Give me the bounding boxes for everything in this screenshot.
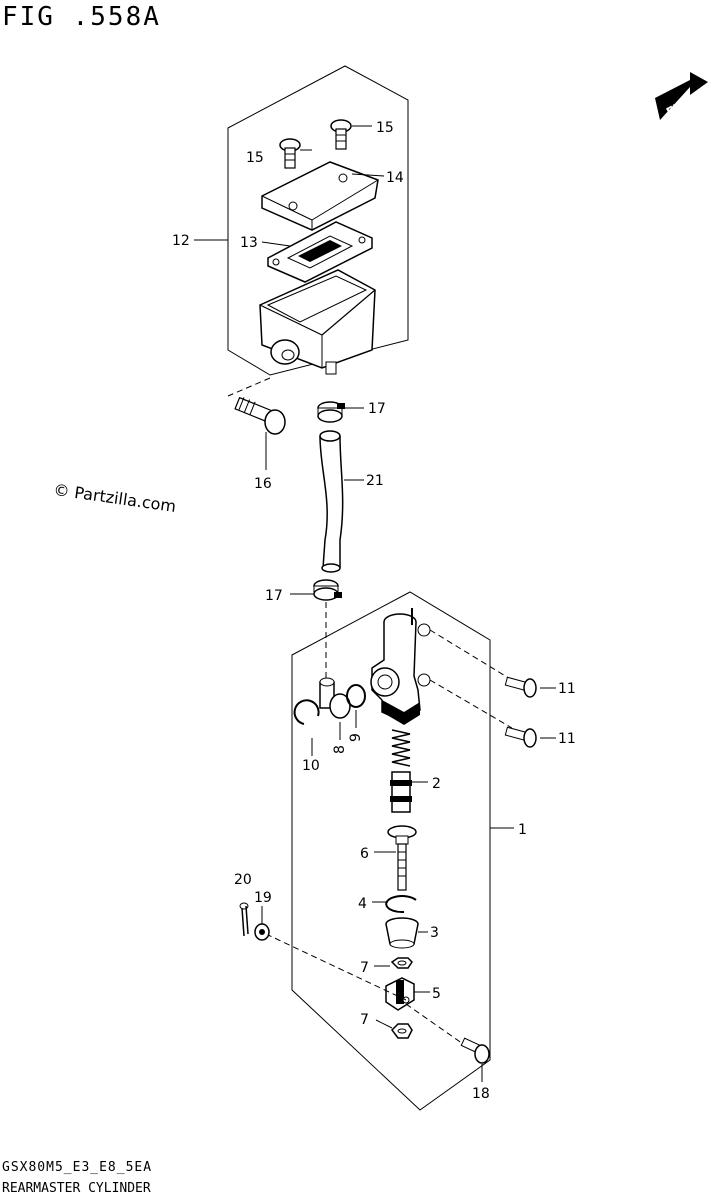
inlet-fitting-8: [319, 677, 351, 719]
circlip-10: [293, 699, 320, 725]
callout-17-top: 17: [368, 401, 386, 417]
callout-9: 9: [348, 733, 364, 742]
callout-21: 21: [366, 473, 384, 489]
fwd-arrow-icon: FWD: [655, 72, 708, 120]
clevis-5: [385, 977, 415, 1011]
callout-2: 2: [432, 776, 441, 792]
callout-5: 5: [432, 986, 441, 1002]
callout-11-lower: 11: [558, 731, 576, 747]
callout-19: 19: [254, 890, 272, 906]
callout-14: 14: [386, 170, 404, 186]
master-cylinder-body: [370, 608, 431, 725]
callout-8: 8: [332, 745, 348, 754]
callout-6: 6: [360, 846, 369, 862]
reservoir-assembly-frame: [227, 65, 409, 376]
reservoir-body: [259, 269, 376, 375]
callout-18: 18: [472, 1086, 490, 1102]
diagram-description: REARMASTER CYLINDER: [2, 1181, 151, 1196]
circlip-4: [385, 895, 417, 914]
bolt-11-lower: [504, 726, 537, 748]
callout-11-upper: 11: [558, 681, 576, 697]
callout-15-right: 15: [376, 120, 394, 136]
callout-12: 12: [172, 233, 190, 249]
bolt-11-upper: [504, 676, 537, 698]
figure-title: FIG .558A: [2, 2, 161, 32]
hose-21: [319, 430, 344, 573]
master-cylinder-frame: [291, 591, 491, 1111]
boot-3: [385, 917, 419, 949]
screw-15-right: [330, 119, 352, 150]
callout-15-left: 15: [246, 150, 264, 166]
diagram-code: GSX80M5_E3_E8_5EA: [2, 1160, 153, 1175]
hose-clamp-17-top: [317, 401, 345, 423]
callout-17-bottom: 17: [265, 588, 283, 604]
callout-7-lower: 7: [360, 1012, 369, 1028]
pin-18: [460, 1037, 490, 1064]
callout-1: 1: [518, 822, 527, 838]
diaphragm-plate-13: [267, 221, 373, 283]
hose-clamp-17-bottom: [313, 579, 342, 601]
cotter-pin-20: [239, 902, 249, 937]
screw-15-left: [279, 138, 301, 169]
nut-7-lower: [391, 1023, 413, 1039]
callout-13: 13: [240, 235, 258, 251]
callout-16: 16: [254, 476, 272, 492]
o-ring-9: [346, 684, 366, 708]
washer-19: [254, 923, 270, 941]
nut-7-upper: [390, 957, 413, 969]
callout-10: 10: [302, 758, 320, 774]
spring-piston-2: [390, 729, 412, 813]
callout-20: 20: [234, 872, 252, 888]
push-rod-6: [387, 825, 417, 891]
bolt-16: [234, 396, 286, 435]
reservoir-cap-14: [261, 161, 379, 231]
callout-4: 4: [358, 896, 367, 912]
callout-3: 3: [430, 925, 439, 941]
leader-lines: [194, 125, 556, 1082]
callout-7-upper: 7: [360, 960, 369, 976]
